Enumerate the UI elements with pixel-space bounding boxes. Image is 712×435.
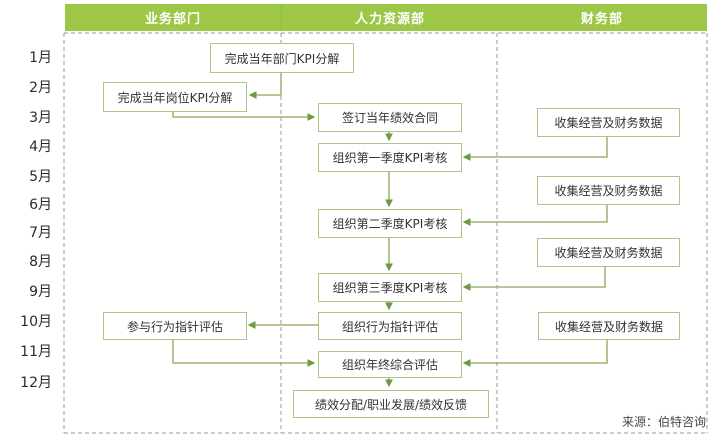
arrow-behavior-join-to-yearend xyxy=(172,338,316,367)
node-fin-data-1: 收集经营及财务数据 xyxy=(537,108,680,137)
month-label-9: 9月 xyxy=(29,284,52,300)
month-label-7: 7月 xyxy=(29,225,52,241)
node-pos-kpi: 完成当年岗位KPI分解 xyxy=(103,82,247,112)
month-label-10: 10月 xyxy=(20,314,52,330)
node-yearend-eval: 组织年终综合评估 xyxy=(318,351,462,378)
node-final-feedback: 绩效分配/职业发展/绩效反馈 xyxy=(293,390,489,418)
node-fin-data-2: 收集经营及财务数据 xyxy=(537,176,680,205)
month-label-2: 2月 xyxy=(29,80,52,96)
node-behavior-join: 参与行为指针评估 xyxy=(103,312,247,340)
node-contract: 签订当年绩效合同 xyxy=(318,103,462,132)
node-fin-data-3: 收集经营及财务数据 xyxy=(537,238,680,267)
node-behavior-org: 组织行为指针评估 xyxy=(318,312,462,340)
node-q1-kpi: 组织第一季度KPI考核 xyxy=(318,143,462,172)
month-label-4: 4月 xyxy=(29,139,52,155)
month-label-6: 6月 xyxy=(29,197,52,213)
lane-dashed-borders xyxy=(63,32,708,434)
month-label-5: 5月 xyxy=(29,169,52,185)
arrow-fin2-to-q2 xyxy=(462,203,608,226)
lane-header-finance: 财务部 xyxy=(497,4,707,31)
lane-header-finance-label: 财务部 xyxy=(580,12,623,27)
arrow-dept-kpi-to-pos-kpi xyxy=(248,71,282,99)
month-label-3: 3月 xyxy=(29,110,52,126)
arrow-fin4-to-yearend xyxy=(462,338,608,367)
month-label-12: 12月 xyxy=(20,375,52,391)
lane-header-hr-label: 人力资源部 xyxy=(354,12,425,27)
node-q3-kpi: 组织第三季度KPI考核 xyxy=(318,273,462,302)
month-label-11: 11月 xyxy=(20,344,52,360)
node-fin-data-4: 收集经营及财务数据 xyxy=(538,312,680,340)
arrow-pos-kpi-to-contract xyxy=(172,110,316,121)
node-dept-kpi: 完成当年部门KPI分解 xyxy=(210,43,354,73)
arrow-fin1-to-q1 xyxy=(462,135,608,161)
lane-header-business: 业务部门 xyxy=(65,4,281,31)
source-note: 来源：伯特咨询 xyxy=(621,415,706,429)
lane-header-hr: 人力资源部 xyxy=(281,4,499,31)
arrow-fin3-to-q3 xyxy=(462,265,606,291)
month-label-1: 1月 xyxy=(29,50,52,66)
node-q2-kpi: 组织第二季度KPI考核 xyxy=(318,209,462,238)
flow-arrows xyxy=(172,71,608,388)
lane-header-business-label: 业务部门 xyxy=(144,12,201,27)
month-label-8: 8月 xyxy=(29,254,52,270)
